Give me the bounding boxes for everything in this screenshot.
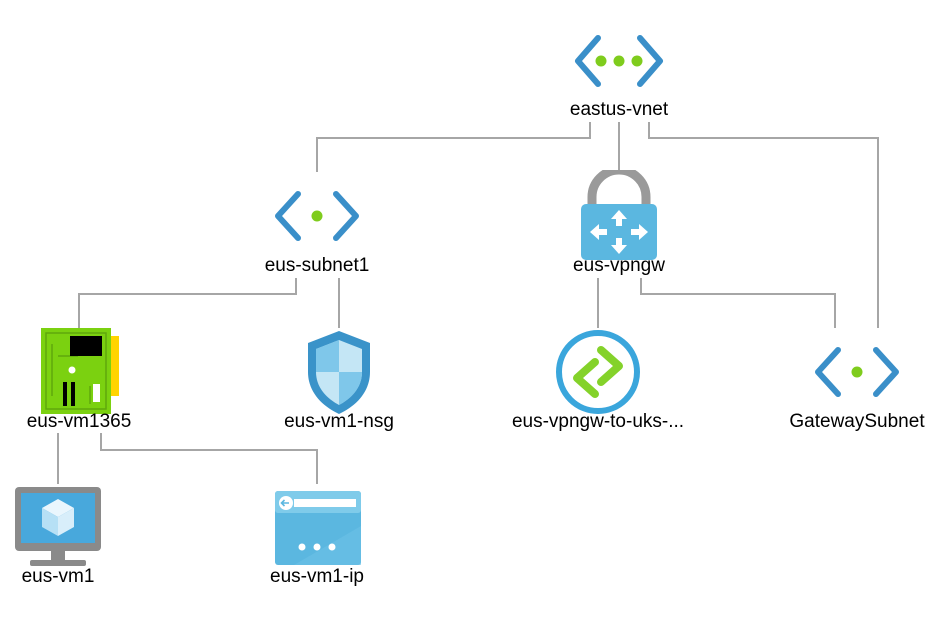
node-label-gatewaysubnet: GatewaySubnet <box>789 411 925 432</box>
edge-vnet-subnet1 <box>316 122 591 172</box>
subnet-icon <box>275 191 359 241</box>
virtual-machine-icon <box>15 487 101 566</box>
node-label-eus-vm1365: eus-vm1365 <box>26 411 132 432</box>
public-ip-icon <box>275 491 361 565</box>
node-label-eus-vm1-ip: eus-vm1-ip <box>270 566 364 587</box>
edge-subnet1-nic <box>78 278 297 328</box>
virtual-network-icon <box>575 35 663 87</box>
subnet-icon <box>815 347 899 397</box>
network-interface-icon <box>41 328 119 414</box>
edge-nic-pip <box>100 433 318 484</box>
vpn-gateway-icon <box>581 170 657 260</box>
edge-vnet-gatewaysubnet <box>648 122 879 328</box>
node-label-eus-vm1: eus-vm1 <box>21 566 95 587</box>
node-label-eastus-vnet: eastus-vnet <box>569 99 669 120</box>
node-label-eus-subnet1: eus-subnet1 <box>264 255 370 276</box>
node-label-eus-vpngw: eus-vpngw <box>573 255 665 276</box>
edge-vpngw-gatewaysubnet <box>640 278 836 328</box>
node-label-eus-vm1-nsg: eus-vm1-nsg <box>284 411 394 432</box>
network-security-group-icon <box>308 331 370 414</box>
connection-icon <box>556 330 640 414</box>
node-label-eus-vpngw-to-uks: eus-vpngw-to-uks-... <box>511 411 685 432</box>
